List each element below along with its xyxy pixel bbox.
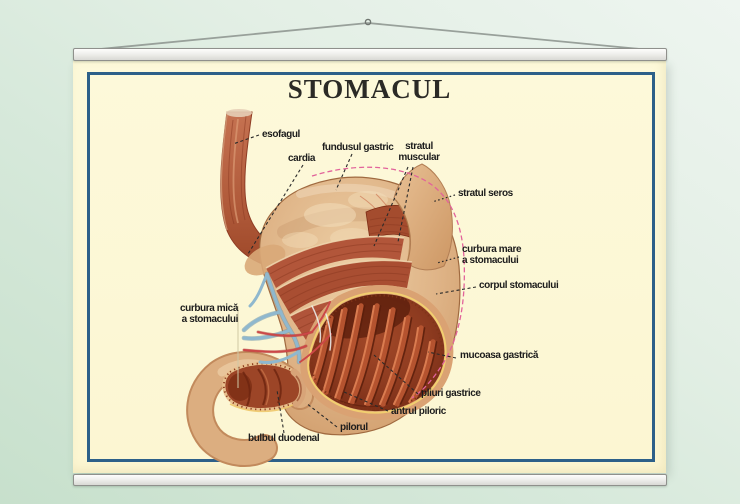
label-stratul-seros: stratul seros <box>458 188 513 199</box>
label-curbura-mare: curbura mare a stomacului <box>462 244 522 266</box>
label-bulbul-duodenal: bulbul duodenal <box>248 433 320 444</box>
label-cardia: cardia <box>288 153 316 164</box>
label-antrul-piloric: antrul piloric <box>391 406 446 417</box>
label-esofagul: esofagul <box>262 129 300 140</box>
poster-frame <box>87 72 655 462</box>
label-mucoasa-gastrica: mucoasa gastrică <box>460 350 539 361</box>
label-fundusul-gastric: fundusul gastric <box>322 142 394 153</box>
poster-title: STOMACUL <box>287 74 452 104</box>
label-pilorul: pilorul <box>340 422 368 433</box>
string-ring-icon <box>364 18 372 26</box>
hanging-string <box>79 18 662 52</box>
label-corpul-stomacului: corpul stomacului <box>479 280 559 291</box>
top-rail <box>73 48 667 61</box>
label-pliuri-gastrice: pliuri gastrice <box>421 388 481 399</box>
poster <box>73 61 666 473</box>
label-curbura-mica: curbura mică a stomacului <box>179 303 238 325</box>
bottom-rail <box>73 474 667 486</box>
label-stratul-muscular: stratul muscular <box>398 141 440 163</box>
